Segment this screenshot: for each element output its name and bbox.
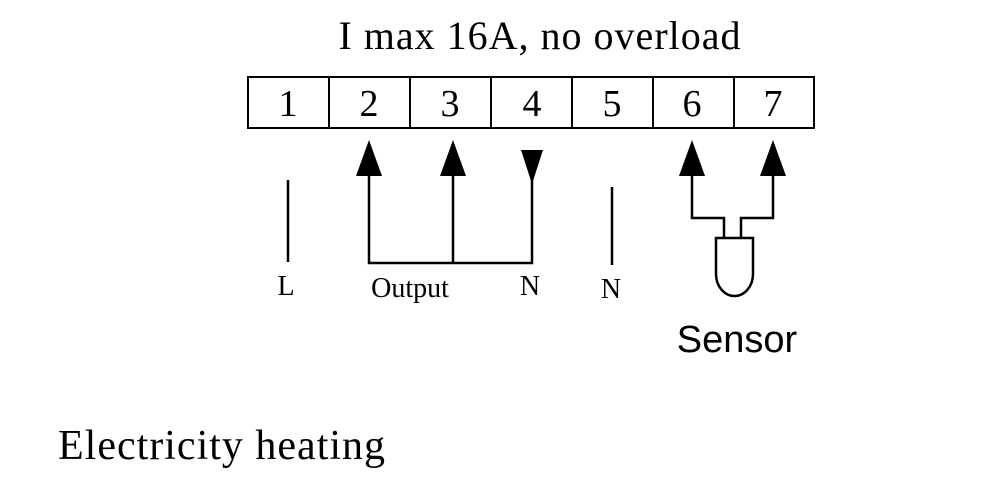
label-n-left: N [520, 271, 540, 302]
arrow-up-icon [440, 140, 466, 176]
arrow-up-icon [356, 140, 382, 176]
output-wire-bus [367, 170, 534, 265]
terminal-5-number: 5 [603, 83, 622, 125]
sensor-probe-icon [714, 236, 755, 298]
terminal-3-number: 3 [441, 83, 460, 125]
terminal-4-number: 4 [523, 83, 542, 125]
terminal-6-number: 6 [683, 83, 702, 125]
label-l: L [277, 271, 294, 302]
label-sensor: Sensor [677, 319, 798, 361]
arrow-up-icon [679, 140, 705, 176]
terminal-strip [247, 76, 815, 129]
diagram-title: I max 16A, no overload [338, 13, 741, 58]
sensor-wire-6 [690, 170, 726, 237]
terminal-2-number: 2 [360, 83, 379, 125]
terminal-strip-outline [247, 76, 815, 129]
label-output: Output [371, 273, 449, 304]
sensor-wire-7 [739, 170, 775, 237]
terminal-1-number: 1 [279, 83, 298, 125]
arrow-down-icon [521, 150, 543, 184]
arrow-up-icon [760, 140, 786, 176]
wiring [286, 170, 775, 265]
terminal-7-number: 7 [764, 83, 783, 125]
caption: Electricity heating [58, 423, 386, 469]
label-n-right: N [601, 274, 621, 305]
